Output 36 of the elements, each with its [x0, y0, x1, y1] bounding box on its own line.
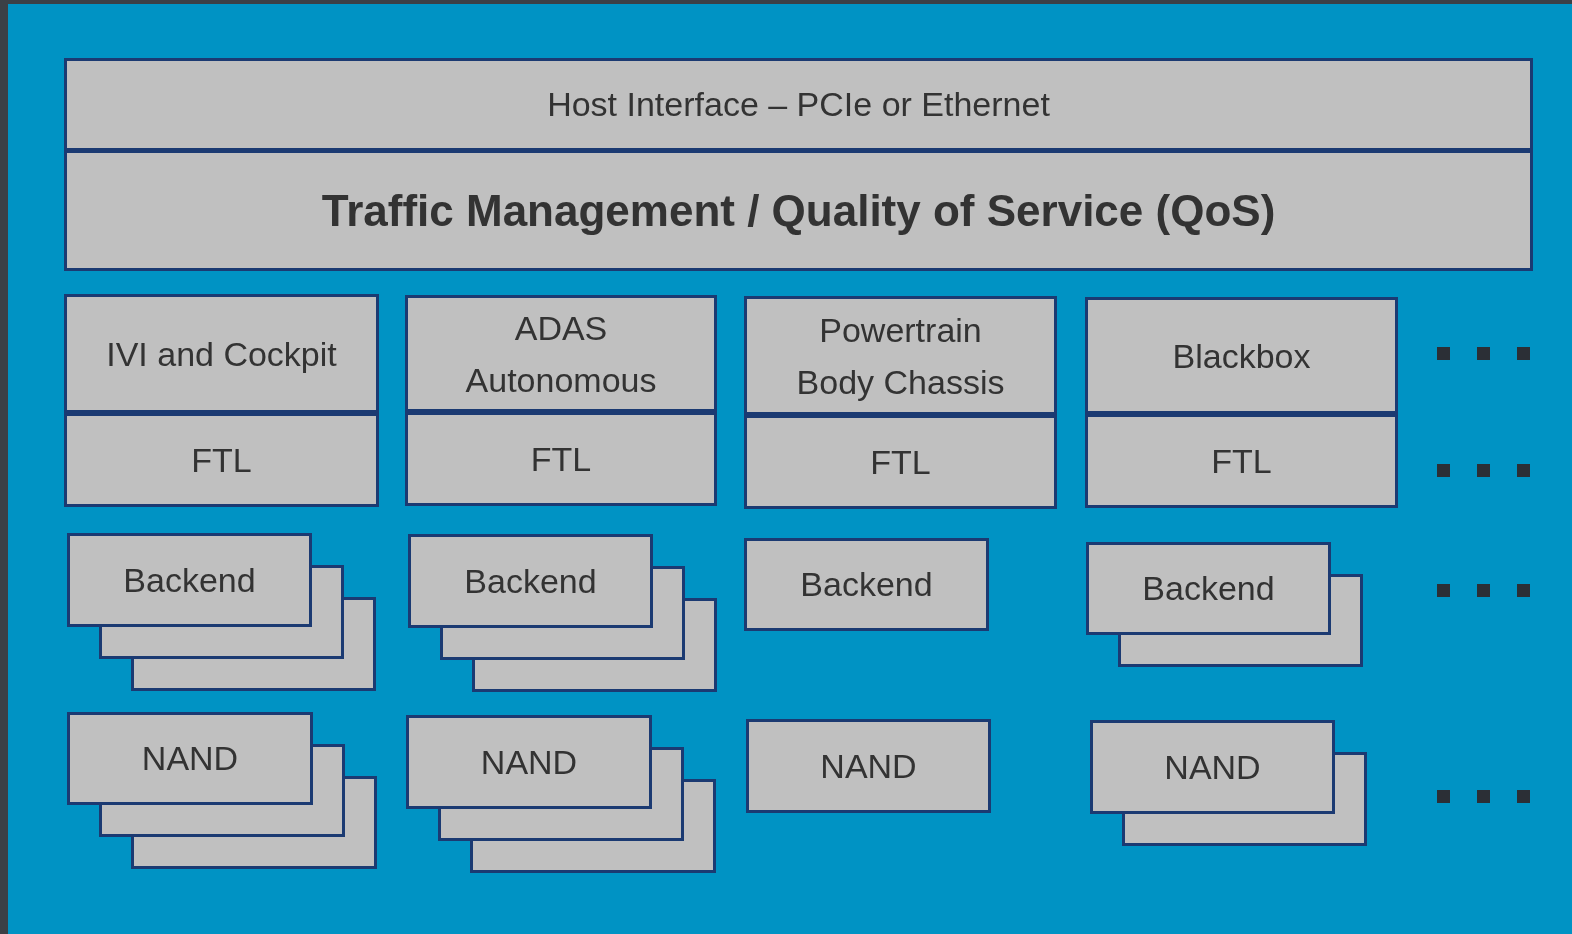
application-box [405, 295, 717, 412]
box-label: NAND [820, 745, 917, 787]
stacked-module-cards [67, 533, 376, 691]
box-label: NAND [141, 738, 239, 779]
box-label: FTL [870, 441, 931, 483]
stacked-module-cards [406, 715, 716, 873]
stacked-module-cards [1090, 720, 1367, 846]
box-label: ADAS Autonomous [464, 307, 658, 401]
box-label: Host Interface – PCIe or Ethernet [547, 84, 1050, 125]
box-label: NAND [480, 741, 578, 783]
box-label: Powertrain Body Chassis [795, 309, 1006, 403]
box-label: Traffic Management / Quality of Service (QoS) [321, 184, 1276, 237]
module-box [744, 538, 989, 631]
ftl-box [405, 412, 717, 506]
box-label: FTL [1211, 440, 1272, 482]
stacked-module-cards [1086, 542, 1363, 667]
ftl-box [64, 413, 379, 507]
box-label: IVI and Cockpit [105, 333, 338, 375]
box-label: Blackbox [1171, 335, 1312, 377]
stacked-module-cards [408, 534, 717, 692]
box-label: NAND [1164, 746, 1261, 788]
application-box [744, 296, 1057, 415]
module-box [746, 719, 991, 813]
ftl-box [1085, 414, 1398, 508]
interface-bar [64, 58, 1533, 151]
box-label: FTL [191, 439, 252, 481]
ftl-box [744, 415, 1057, 509]
box-label: Backend [1142, 568, 1275, 609]
stacked-module-cards [67, 712, 377, 869]
qos-bar [64, 150, 1533, 271]
box-label: Backend [464, 560, 597, 602]
box-label: Backend [800, 564, 933, 605]
application-box [64, 294, 379, 413]
box-label: FTL [530, 438, 592, 480]
box-label: Backend [123, 559, 256, 601]
application-box [1085, 297, 1398, 414]
